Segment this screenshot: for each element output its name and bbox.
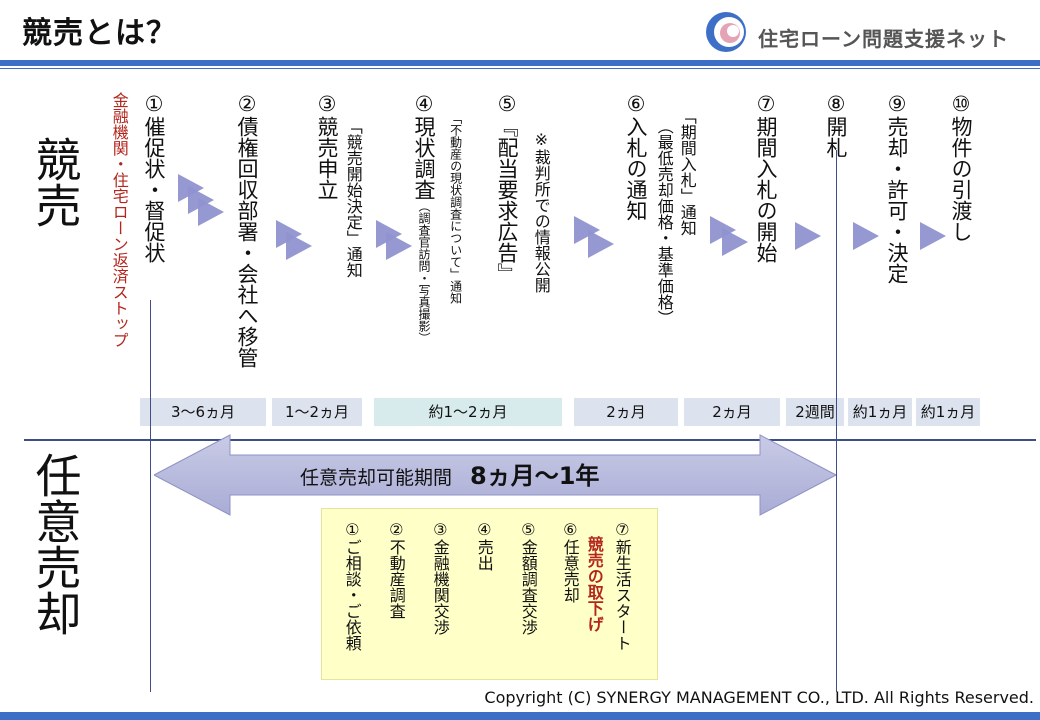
nini-cancel-note: 競売の取下げ — [584, 536, 604, 632]
footer-rule — [0, 712, 1040, 720]
step-3: ③競売申立 — [315, 92, 340, 200]
stop-note: 金融機関・住宅ローン返済ストップ — [109, 92, 129, 348]
step-6: ⑥入札の通知 — [624, 92, 649, 221]
copyright: Copyright (C) SYNERGY MANAGEMENT CO., LT… — [484, 688, 1034, 707]
note-6b: （最低売却価格・基準価格） — [654, 118, 674, 326]
period-2: 1〜2ヵ月 — [272, 398, 362, 426]
step-10: ⑩物件の引渡し — [949, 92, 974, 242]
note-5: ※裁判所での情報公開 — [531, 130, 551, 293]
section-label-nini: 任意売却 — [28, 452, 83, 636]
note-4: 「不動産の現状調査について」通知 — [448, 112, 463, 304]
step-1: ①催促状・督促状 — [142, 92, 167, 263]
period-double-arrow-icon — [154, 434, 836, 516]
page-title: 競売とは？ — [22, 16, 177, 51]
period-6: 2週間 — [786, 398, 844, 426]
note-3: 「競売開始決定」通知 — [343, 118, 363, 278]
step-arrow-icon — [588, 230, 614, 258]
period-1: 3〜6ヵ月 — [140, 398, 266, 426]
period-3: 約1〜2ヵ月 — [374, 398, 562, 426]
period-7: 約1ヵ月 — [848, 398, 912, 426]
nini-step-5: ⑤金額調査交渉 — [518, 520, 538, 635]
nini-step-6: ⑥任意売却 — [560, 520, 580, 603]
step-arrow-icon — [722, 228, 748, 256]
step-5: ⑤『配当要求広告』 — [495, 92, 520, 284]
step-arrow-icon — [198, 198, 224, 226]
step-2: ②債権回収部署・会社へ移管 — [235, 92, 260, 368]
step-arrow-icon — [795, 222, 821, 250]
step-4: ④現状調査（調査官訪問・写真撮影） — [412, 92, 437, 344]
step-arrow-icon — [386, 232, 412, 260]
nini-step-3: ③金融機関交渉 — [430, 520, 450, 635]
period-4: 2ヵ月 — [574, 398, 678, 426]
timeline-start-line — [150, 300, 151, 692]
period-5: 2ヵ月 — [684, 398, 780, 426]
logo-text: 住宅ローン問題支援ネット — [758, 27, 1009, 51]
period-8: 約1ヵ月 — [916, 398, 980, 426]
step-8: ⑧開札 — [824, 92, 849, 158]
step-arrow-icon — [853, 222, 879, 250]
step-7: ⑦期間入札の開始 — [754, 92, 779, 263]
nini-step-1: ①ご相談・ご依頼 — [342, 520, 362, 651]
note-6a: 「期間入札」通知 — [677, 108, 697, 236]
nini-step-2: ②不動産調査 — [386, 520, 406, 619]
step-arrow-icon — [920, 222, 946, 250]
step-arrow-icon — [286, 232, 312, 260]
nini-step-4: ④売出 — [474, 520, 494, 571]
timeline-end-line — [836, 150, 837, 692]
step-9: ⑨売却・許可・決定 — [885, 92, 910, 284]
section-divider — [24, 439, 1036, 441]
section-label-kyobai: 競売 — [28, 136, 83, 228]
nini-step-7: ⑦新生活スタート — [612, 520, 632, 651]
logo-mark-icon — [706, 12, 746, 52]
header-rule — [0, 60, 1040, 66]
nini-steps-box — [321, 508, 658, 680]
header-rule-thin — [0, 68, 1040, 69]
